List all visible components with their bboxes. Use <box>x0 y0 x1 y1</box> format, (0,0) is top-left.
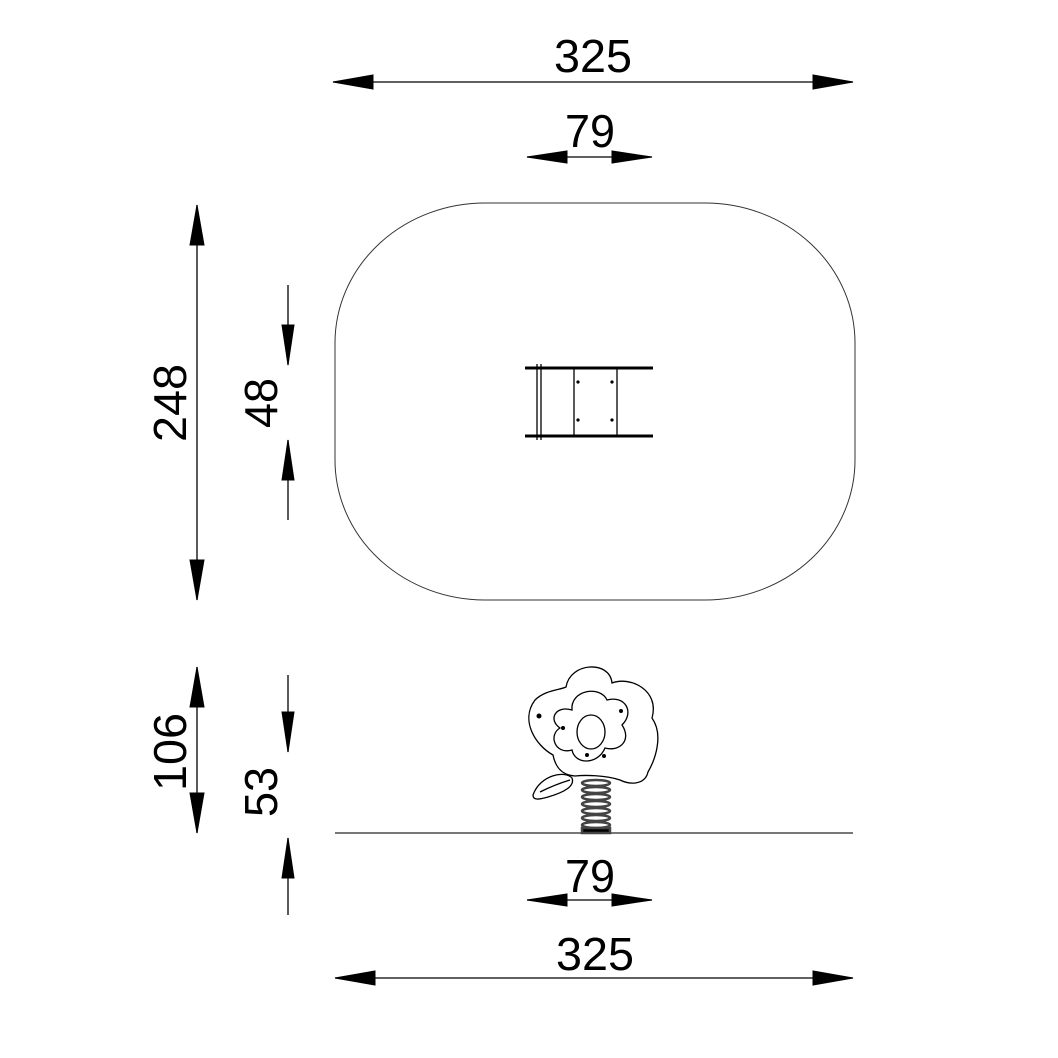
flower-spring-rider <box>528 666 659 835</box>
spring <box>580 778 612 835</box>
dimension-label: 79 <box>565 105 615 157</box>
dimension-overall-width-side: 325 <box>334 928 854 986</box>
dimension-label: 48 <box>235 378 287 428</box>
safety-area-outline <box>334 202 856 601</box>
dimension-overall-width-top: 325 <box>332 30 854 90</box>
seat-top-view <box>525 364 653 440</box>
dimension-overall-depth: 248 <box>144 204 205 601</box>
top-view: 325 79 248 48 <box>144 30 856 601</box>
dimension-label: 248 <box>144 364 196 442</box>
flower-center <box>576 714 606 750</box>
flower-outline <box>528 666 659 784</box>
leaf-handle <box>532 773 574 800</box>
dimension-label: 325 <box>556 928 634 980</box>
flower-inner-petals <box>553 690 629 762</box>
dimension-label: 53 <box>235 767 287 817</box>
dimension-label: 325 <box>554 30 632 82</box>
dimension-label: 106 <box>144 713 196 791</box>
dimension-label: 79 <box>565 850 615 902</box>
dimension-seat-depth: 48 <box>235 285 295 520</box>
side-view: 106 53 <box>144 666 854 986</box>
dimension-seat-height: 53 <box>235 675 295 915</box>
dimension-seat-width-top: 79 <box>526 105 653 164</box>
dimension-seat-width-side: 79 <box>526 850 653 907</box>
dimension-overall-height: 106 <box>144 666 205 834</box>
